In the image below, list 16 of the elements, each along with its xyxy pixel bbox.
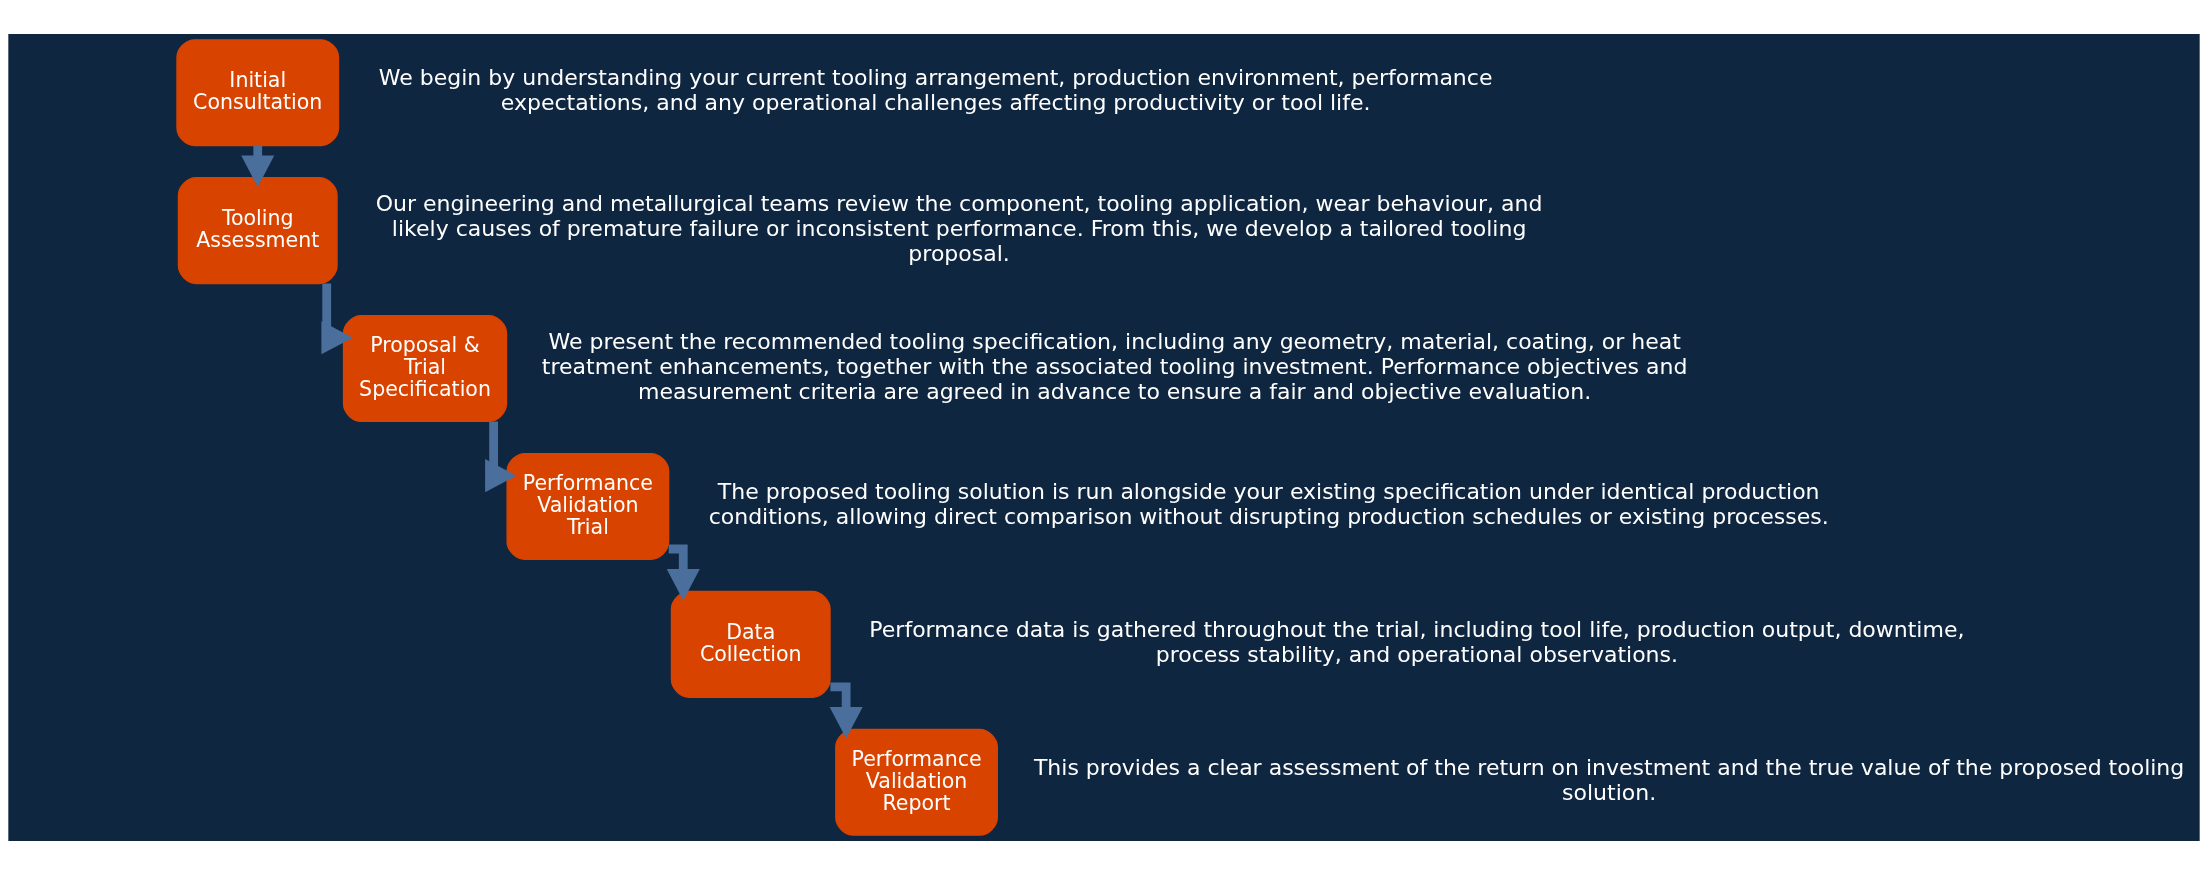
- node-label: Our engineering and metallurgical teams review the component, tooling application, wear behaviour, and likely causes of premature failure or inconsistent performance. From this, we develop a tailored tooling proposal.: [375, 190, 1543, 266]
- node-label: We present the recommended tooling specification, including any geometry, material, coating, or heat treatment enhancements, together with the associated tooling investment. Performance objectives and measurement criteria are agreed in advance to ensure a fair and objective evaluation.: [541, 328, 1688, 404]
- arrow: [485, 421, 517, 493]
- node-box: Tooling Assessment: [177, 177, 338, 285]
- node-box: Performance Validation Trial: [506, 452, 670, 560]
- node-box: Initial Consultation: [176, 39, 340, 147]
- node-box: Data Collection: [670, 590, 831, 698]
- node-label: This provides a clear assessment of the return on investment and the true value of the proposed tooling solution.: [1033, 754, 2185, 805]
- node-label: We begin by understanding your current tooling arrangement, production environment, performance expectations, and any operational challenges affecting productivity or tool life.: [378, 65, 1493, 116]
- node-box: Performance Validation Report: [835, 728, 998, 836]
- node-label: Performance data is gathered throughout the trial, including tool life, production output, downtime, process stability, and operational observations.: [869, 617, 1965, 667]
- node-label: The proposed tooling solution is run alongside your existing specification under identical production conditions, allowing direct comparison without disrupting production schedules or existing processes.: [708, 479, 1829, 530]
- node-box: Proposal & Trial Specification: [342, 315, 508, 423]
- arrow: [666, 544, 700, 601]
- arrow: [829, 682, 863, 739]
- arrow: [321, 283, 353, 355]
